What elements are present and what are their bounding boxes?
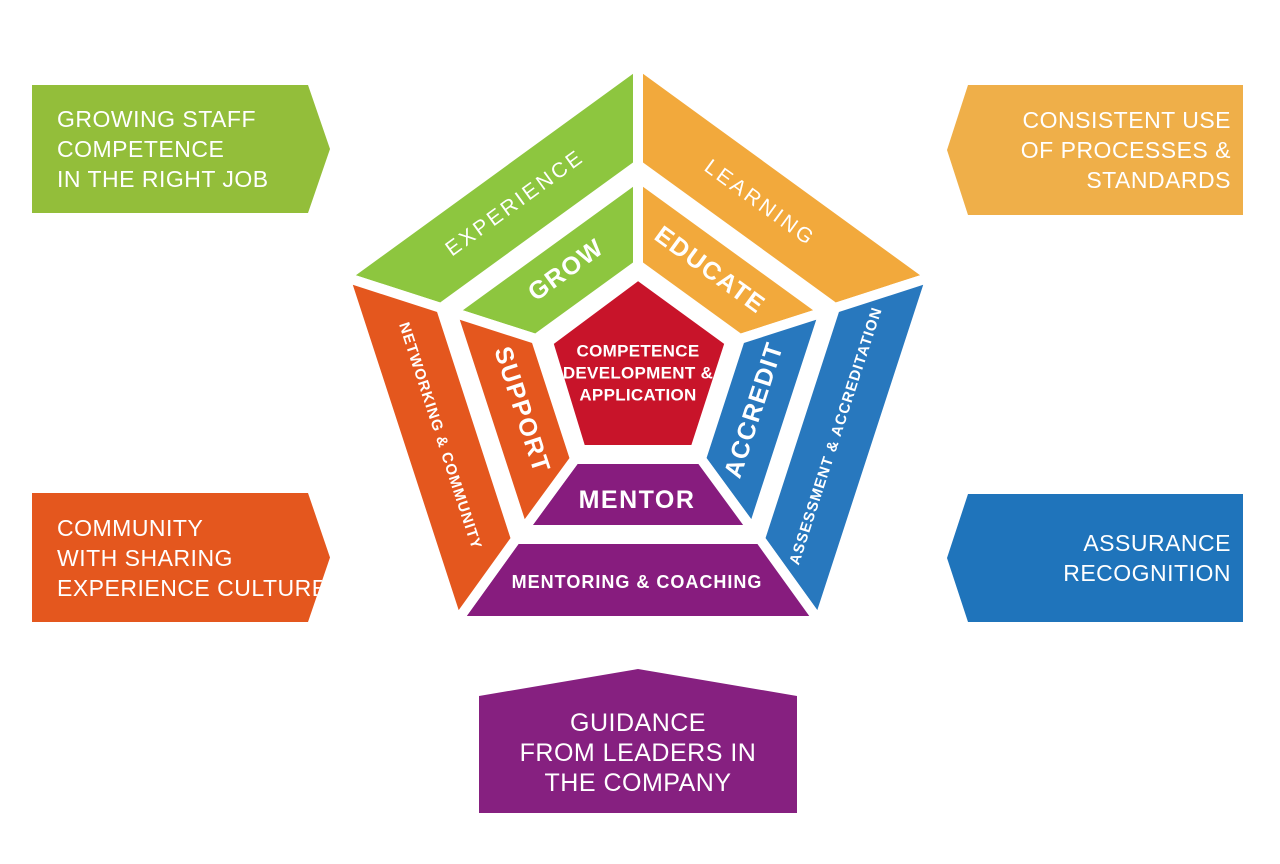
center-label-line-3: APPLICATION	[579, 386, 696, 405]
segment-outer-networking-community	[340, 272, 521, 626]
label-mentoring-coaching: MENTORING & COACHING	[512, 572, 763, 592]
callout-assurance-recognition: ASSURANCE RECOGNITION	[947, 494, 1243, 622]
center-pentagon	[543, 270, 735, 455]
callout-community-sharing-experience: COMMUNITY WITH SHARING EXPERIENCE CULTUR…	[32, 493, 330, 622]
callout-text: ASSURANCE RECOGNITION	[1063, 530, 1231, 586]
callout-text: CONSISTENT USE OF PROCESSES & STANDARDS	[1020, 107, 1231, 193]
callout-growing-staff-competence: GROWING STAFF COMPETENCE IN THE RIGHT JO…	[32, 85, 330, 213]
center-label-line-1: COMPETENCE	[577, 342, 700, 361]
callout-guidance-from-leaders: GUIDANCE FROM LEADERS IN THE COMPANY	[479, 669, 797, 813]
callout-text: GUIDANCE FROM LEADERS IN THE COMPANY	[519, 709, 757, 797]
center-label-line-2: DEVELOPMENT &	[563, 364, 713, 383]
segment-inner-support	[447, 307, 580, 535]
callout-text: COMMUNITY WITH SHARING EXPERIENCE CULTUR…	[57, 514, 328, 601]
callout-consistent-use-of-processes: CONSISTENT USE OF PROCESSES & STANDARDS	[947, 85, 1243, 215]
label-mentor: MENTOR	[579, 486, 696, 514]
callout-text: GROWING STAFF COMPETENCE IN THE RIGHT JO…	[57, 106, 269, 192]
